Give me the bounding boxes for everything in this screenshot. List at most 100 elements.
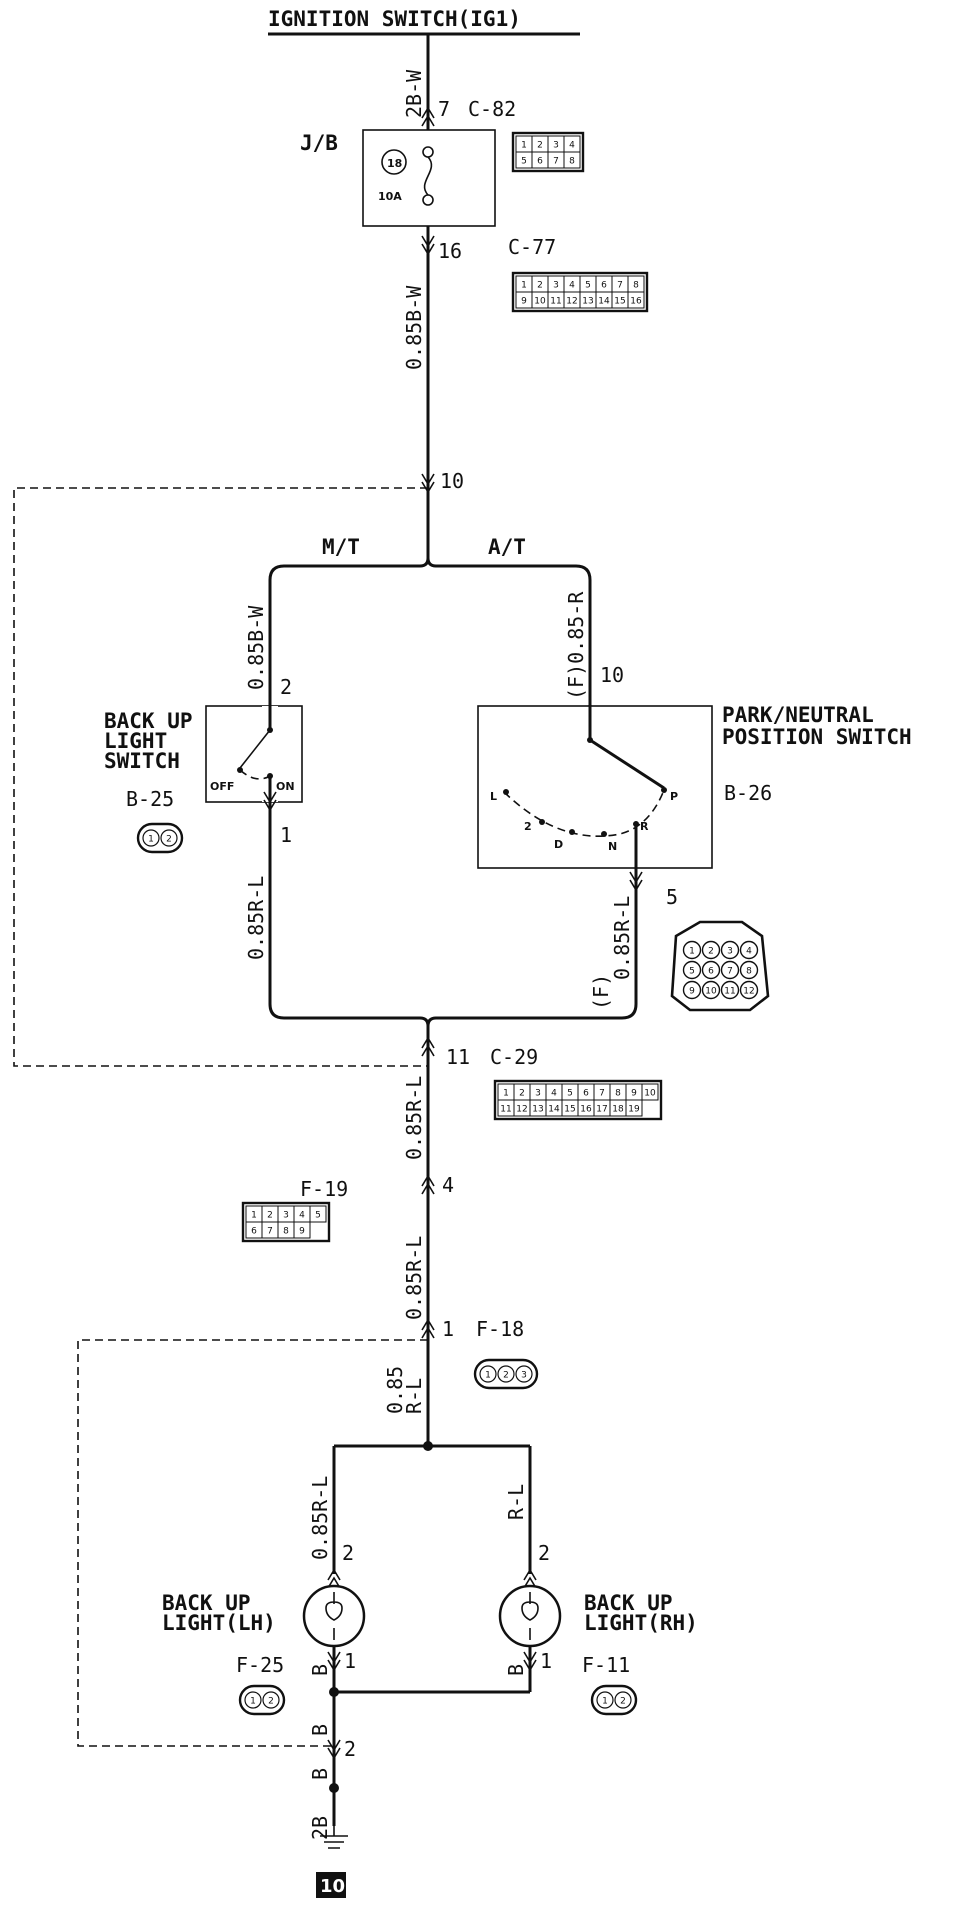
arrow-mark	[523, 1568, 537, 1589]
terminal-pnp-switch-5: 5	[666, 885, 678, 909]
connector-pin-label: 4	[746, 947, 752, 957]
wire-label-b-rh: B	[504, 1664, 528, 1676]
connector-pin-label: 2	[268, 1697, 274, 1707]
connector-f11-label: F-11	[582, 1653, 630, 1677]
connector-pin-label: 2	[519, 1089, 525, 1099]
terminal-f19-4: 4	[442, 1173, 454, 1197]
connector-pin-label: 6	[251, 1227, 257, 1237]
connector-pin-label: 14	[598, 297, 610, 307]
connector-pin-label: 9	[521, 297, 527, 307]
lamp-rh-title-1: BACK UP	[584, 1591, 673, 1615]
pn-pos-l: L	[490, 790, 497, 803]
branch-label-at: A/T	[488, 535, 526, 559]
lamp-lh-title-1: BACK UP	[162, 1591, 251, 1615]
connector-pin-label: 11	[550, 297, 561, 307]
backup-switch-title-3: SWITCH	[104, 749, 180, 773]
connector-pin-label: 6	[601, 281, 607, 291]
connector-pin-cell	[309, 1205, 327, 1223]
junction-block-label: J/B	[300, 131, 338, 155]
fuse-element	[423, 156, 433, 196]
connector-pin-label: 11	[724, 987, 735, 997]
terminal-c82-7: 7	[438, 97, 450, 121]
connector-pin-label: 3	[553, 281, 559, 291]
connector-pin-label: 2	[537, 281, 543, 291]
wire-label-r-l-rh: R-L	[504, 1484, 528, 1520]
connector-pin-label: 3	[521, 1371, 527, 1381]
connector-pin-label: 4	[569, 281, 575, 291]
connector-pin-label: 5	[521, 157, 527, 167]
connector-pin-label: 4	[551, 1089, 557, 1099]
pn-pos-r: R	[640, 820, 649, 833]
backup-switch-title-1: BACK UP	[104, 709, 193, 733]
arrow-mark	[421, 1036, 435, 1057]
connector-pin-cell	[563, 151, 581, 169]
connector-pin-label: 10	[644, 1089, 656, 1099]
connector-pin-cell	[627, 291, 645, 309]
connector-pin-label: 3	[283, 1211, 289, 1221]
wire-label-085r-l-at: 0.85R-L	[610, 896, 634, 980]
park-neutral-switch-box	[477, 705, 713, 869]
connector-pin-label: 9	[631, 1089, 637, 1099]
pn-pos-p: P	[670, 790, 678, 803]
connector-pin-label: 19	[628, 1105, 640, 1115]
connector-pin-label: 5	[585, 281, 591, 291]
pn-switch-selector-arc	[503, 789, 665, 837]
wire-label-085-junction: 0.85	[383, 1366, 407, 1414]
connector-pin-cell	[293, 1221, 311, 1239]
connector-pin-cell	[682, 960, 702, 980]
connector-pin-label: 1	[503, 1089, 509, 1099]
arrow-mark	[327, 1651, 341, 1672]
connector-pin-cell	[262, 1691, 280, 1709]
connector-pin-label: 5	[567, 1089, 573, 1099]
connector-b26-label: B-26	[724, 781, 772, 805]
arrow-mark	[421, 235, 435, 256]
connector-pin-label: 8	[615, 1089, 621, 1099]
fuse-rating: 10A	[378, 190, 402, 203]
connector-f18-label: F-18	[476, 1317, 524, 1341]
connector-pin-label: 10	[705, 987, 717, 997]
connector-pin-label: 16	[580, 1105, 592, 1115]
connector-pin-cell	[720, 960, 740, 980]
wire-label-085r-l-mt: 0.85R-L	[244, 876, 268, 960]
connector-pin-cell	[701, 960, 721, 980]
connector-pin-cell	[244, 1691, 262, 1709]
connector-pin-cell	[739, 960, 759, 980]
connector-pin-label: 7	[599, 1089, 605, 1099]
lamp-rh-filament	[521, 1592, 539, 1640]
connector-pin-label: 1	[602, 1697, 608, 1707]
connector-pin-label: 5	[315, 1211, 321, 1221]
connector-pin-label: 12	[516, 1105, 527, 1115]
pn-pos-d-dot	[569, 829, 575, 835]
arrow-mark	[421, 1318, 435, 1339]
connector-pin-label: 17	[596, 1105, 607, 1115]
terminal-backup-switch-1: 1	[280, 823, 292, 847]
connector-pin-label: 16	[630, 297, 642, 307]
connector-pin-label: 13	[582, 297, 593, 307]
connector-pin-label: 10	[534, 297, 546, 307]
terminal-f18-1: 1	[442, 1317, 454, 1341]
connector-pin-label: 6	[537, 157, 543, 167]
wire-label-f-at: (F)	[589, 974, 613, 1010]
wire-label-r-l-junction: R-L	[402, 1378, 426, 1414]
wire-label-085b-w-top: 0.85B-W	[402, 285, 426, 370]
connector-pin-cell	[720, 940, 740, 960]
connector-pin-cell	[614, 1691, 632, 1709]
pn-switch-title-1: PARK/NEUTRAL	[722, 703, 874, 727]
pn-pos-n: N	[608, 840, 617, 853]
connector-pin-cell	[515, 1365, 533, 1383]
connector-pin-label: 1	[521, 281, 527, 291]
terminal-c29-11: 11	[446, 1045, 470, 1069]
connector-pin-label: 6	[583, 1089, 589, 1099]
connector-pin-label: 2	[708, 947, 714, 957]
connector-pin-cell	[682, 940, 702, 960]
connector-pin-label: 8	[283, 1227, 289, 1237]
connector-pin-label: 3	[727, 947, 733, 957]
connector-pin-cell	[682, 980, 702, 1000]
splice-point	[329, 1783, 339, 1793]
connector-b25-label: B-25	[126, 787, 174, 811]
connector-pin-label: 15	[614, 297, 625, 307]
connector-pin-cell	[479, 1365, 497, 1383]
